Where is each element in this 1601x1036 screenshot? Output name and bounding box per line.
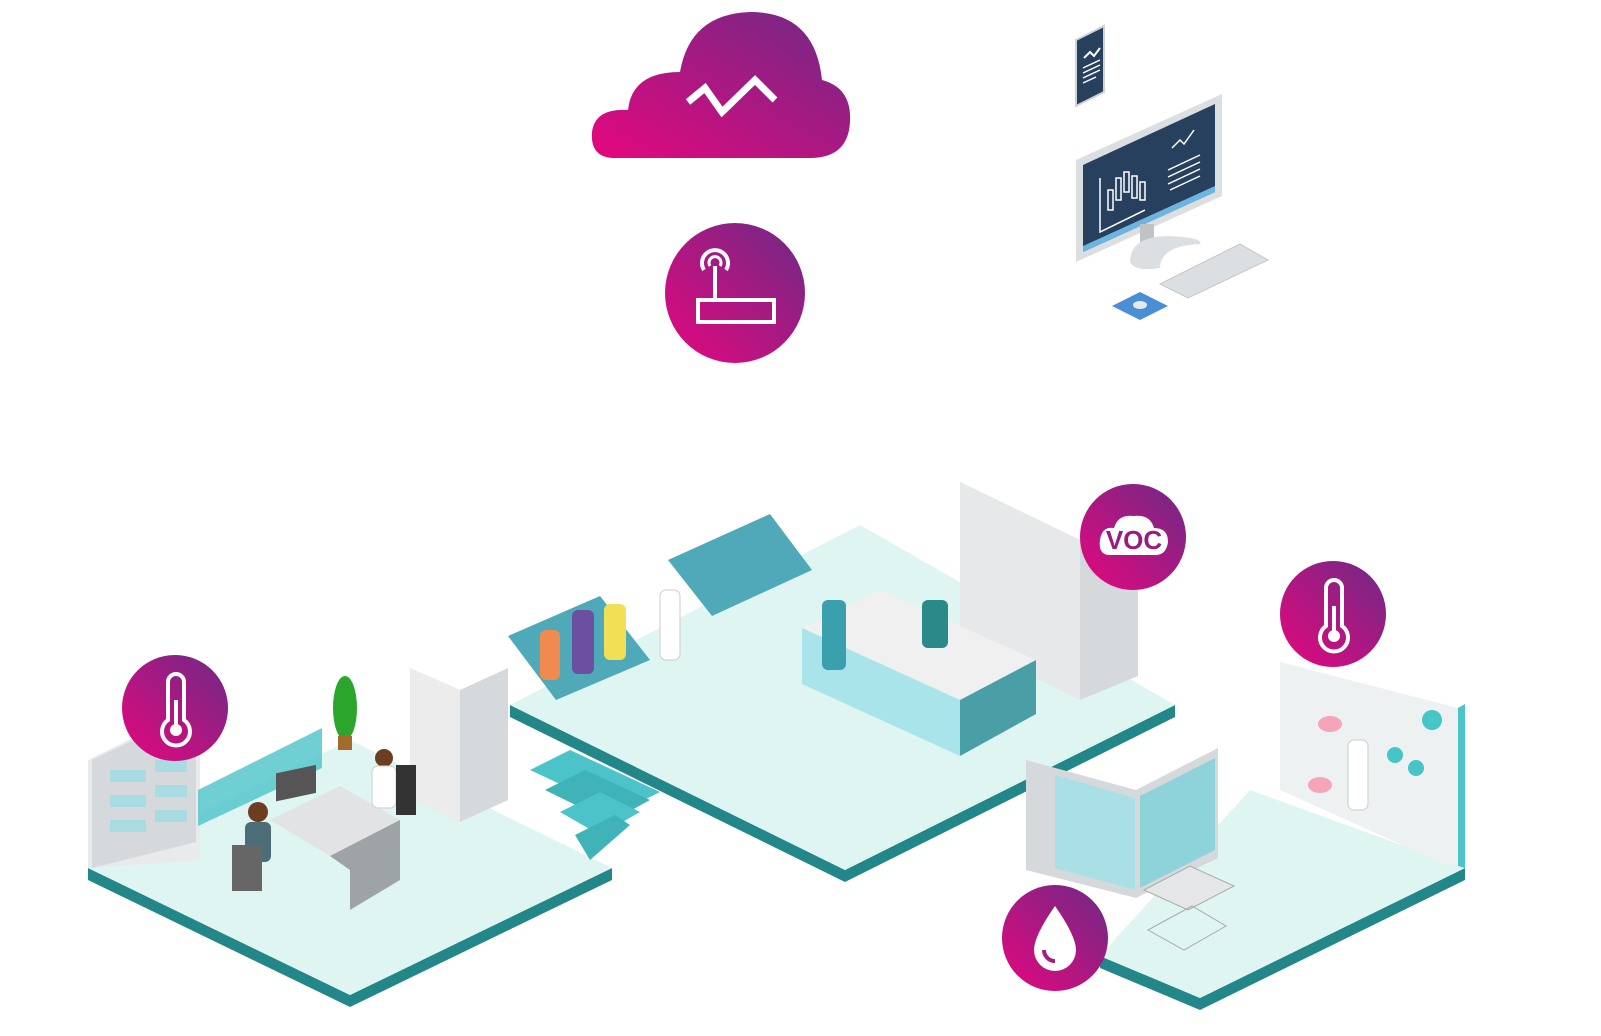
stairs — [530, 750, 660, 860]
patient-figure — [232, 802, 271, 891]
desk — [270, 764, 400, 910]
voc-label: VOC — [1106, 525, 1163, 555]
gateway-router-icon — [665, 223, 805, 363]
plant — [333, 676, 357, 750]
visitors — [540, 589, 948, 680]
cart — [1142, 865, 1236, 951]
voc-sensor-icon: VOC — [1080, 484, 1186, 590]
temperature-sensor-pharmacy-icon — [1280, 561, 1386, 667]
medicine-cabinet — [1026, 748, 1218, 898]
doctor-figure — [371, 749, 416, 815]
pharmacy-room — [1026, 662, 1465, 1010]
reception-room — [508, 482, 1175, 882]
smartphone-icon — [1075, 24, 1105, 108]
monitoring-workstation-icon — [1076, 94, 1270, 320]
humidity-sensor-icon — [1002, 885, 1108, 991]
cloud-analytics-icon — [591, 12, 851, 158]
cabinet — [410, 668, 508, 822]
temperature-sensor-office-icon — [122, 655, 228, 761]
pharmacy-shelf — [1280, 662, 1465, 868]
office-room — [88, 668, 612, 1007]
